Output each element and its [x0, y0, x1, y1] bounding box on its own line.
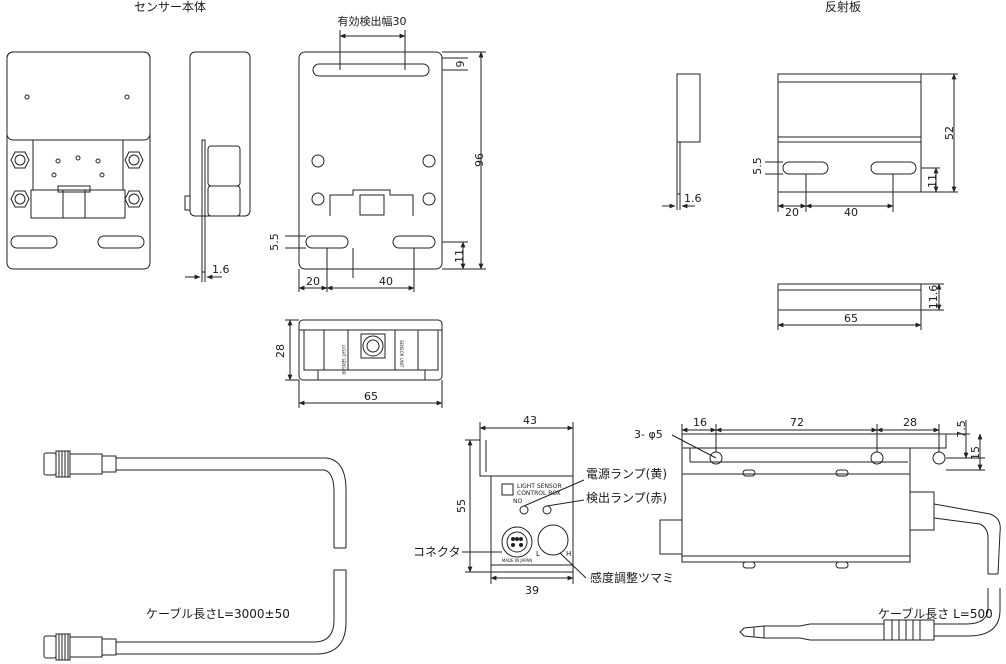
refl-hole-a-dim: 20	[785, 206, 799, 219]
connector-port	[501, 526, 533, 558]
hole-p2-dim: 72	[790, 416, 804, 429]
box-base-dim: 39	[525, 584, 539, 597]
reflector-title: 反射板	[825, 0, 861, 14]
sensor-cable: ケーブル長さL=3000±50	[43, 450, 347, 661]
reflector-top-view: 11.6 65	[777, 283, 944, 330]
refl-height-dim: 52	[943, 126, 956, 140]
refl-slot-offset-dim: 11	[926, 174, 939, 188]
box-no-label: NO	[513, 498, 522, 505]
sensor-body-title: センサー本体	[134, 0, 206, 14]
refl-slot-h-dim: 5.5	[751, 157, 764, 175]
sensor-hole-a-dim: 20	[306, 275, 320, 288]
sensor-back-view: 有効検出幅30 9 96 11 5.5 20 40	[268, 14, 486, 292]
refl-thickness-dim: 1.6	[684, 192, 702, 205]
box-height-dim: 55	[455, 499, 468, 513]
refl-hole-b-dim: 40	[844, 206, 858, 219]
box-brand2-label: CONTROL BOX	[517, 490, 561, 497]
knob-l-label: L	[536, 550, 540, 558]
sensor-depth-dim: 28	[274, 344, 287, 358]
detect-width-dim: 有効検出幅30	[338, 14, 407, 28]
sensor-side-view: 1.6	[184, 51, 251, 282]
cable-sensor-label: ケーブル長さL=3000±50	[146, 606, 290, 621]
refl-top-h-dim: 11.6	[927, 285, 940, 310]
reflector-side-view: 1.6	[662, 73, 702, 210]
box-cable-plug: ケーブル長さ L=500	[739, 588, 1001, 641]
control-box-front: LIGHT SENSOR CONTROL BOX NO MADE IN JAPA…	[413, 414, 674, 597]
sensor-front-view	[6, 51, 151, 270]
sensor-slot-width-dim: 9	[454, 61, 467, 68]
box-width-dim: 43	[523, 414, 537, 427]
detect-lamp	[542, 505, 552, 515]
sensitivity-knob-label: 感度調整ツマミ	[590, 570, 674, 585]
hole-p1-dim: 16	[693, 416, 707, 429]
sensor-height-dim: 96	[473, 153, 486, 167]
refl-width-dim: 65	[844, 312, 858, 325]
made-in-label: MADE IN JAPAN	[502, 558, 532, 563]
hole-p3-dim: 28	[903, 416, 917, 429]
power-lamp-label: 電源ランプ(黄)	[586, 467, 667, 481]
sensor-width-dim: 65	[364, 390, 378, 403]
sensor-top-view: LIGHT SENSOR SENSOR UNIT 28 65	[274, 319, 443, 408]
hole-spec-label: 3- φ5	[634, 428, 663, 441]
sensitivity-knob	[537, 524, 569, 556]
sensor-hole-b-dim: 40	[379, 275, 393, 288]
control-box-side: 16 72 28 7.5 15 3- φ5	[634, 416, 1001, 575]
connector-label: コネクタ	[413, 545, 461, 559]
cable-box-label: ケーブル長さ L=500	[878, 606, 993, 621]
detect-lamp-label: 検出ランプ(赤)	[586, 491, 667, 505]
sensor-slot-h-dim: 5.5	[268, 233, 281, 251]
box-brand-label: LIGHT SENSOR	[517, 483, 562, 490]
power-lamp	[519, 505, 529, 515]
hole-v1-dim: 7.5	[955, 420, 968, 438]
sensor-side-thickness-dim: 1.6	[212, 263, 230, 276]
knob-h-label: H	[566, 550, 571, 558]
svg-text:SENSOR UNIT: SENSOR UNIT	[399, 340, 404, 368]
sensor-slot-offset-dim: 11	[453, 249, 466, 263]
hole-v2-dim: 15	[969, 446, 982, 460]
reflector-front-view: 52 11 5.5 20 40	[751, 73, 958, 219]
svg-text:LIGHT SENSOR: LIGHT SENSOR	[341, 345, 346, 375]
